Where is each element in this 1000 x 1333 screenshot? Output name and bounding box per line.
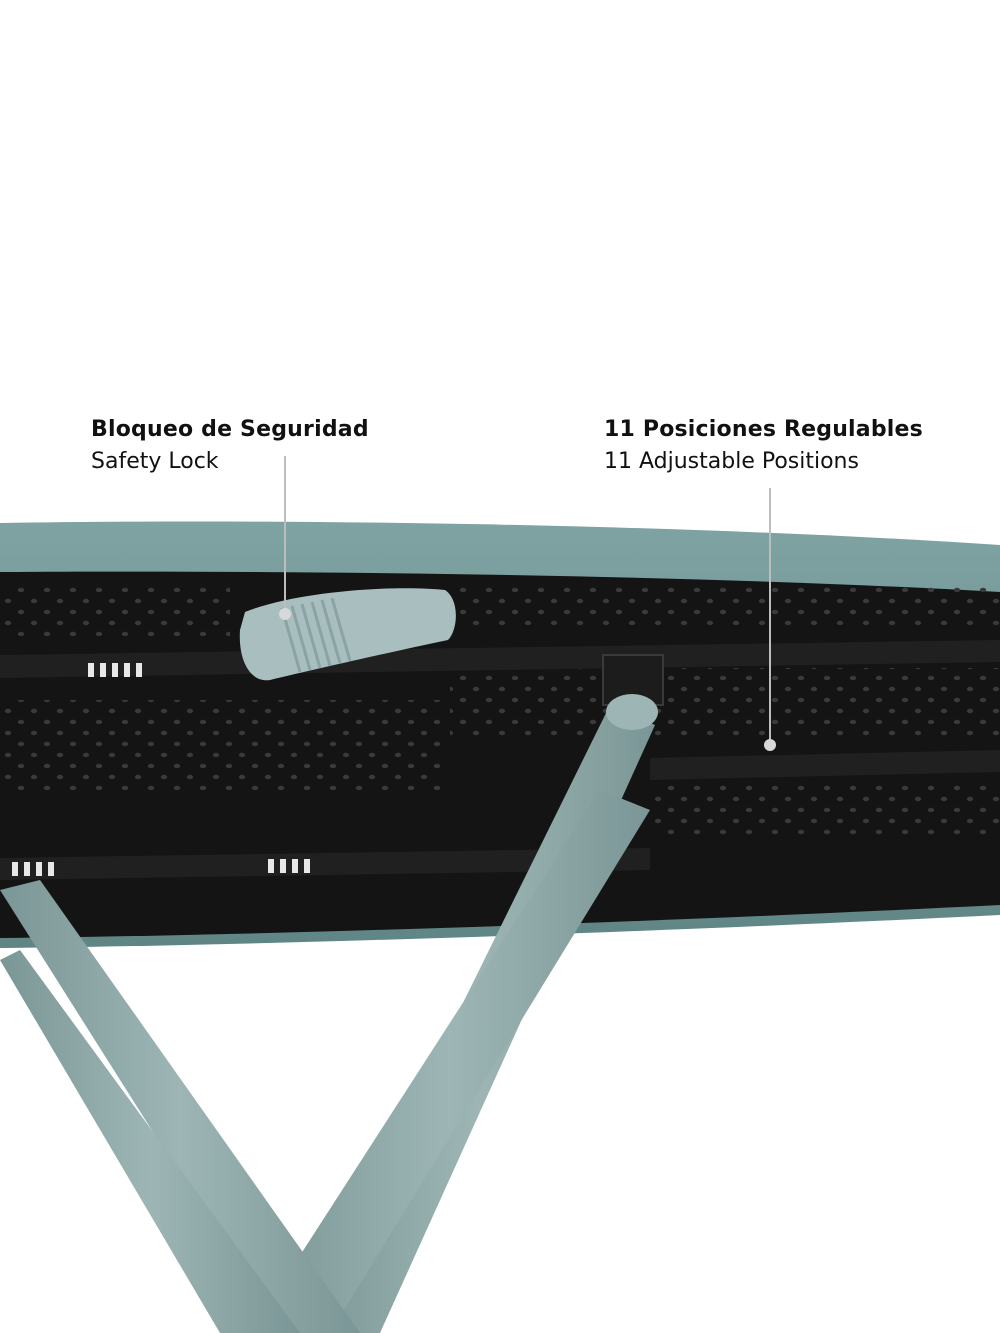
- callout-dot-safety-lock: [279, 608, 291, 620]
- safety-lock: [239, 588, 456, 681]
- callout-positions-subtitle: 11 Adjustable Positions: [604, 449, 859, 474]
- callout-dot-positions: [764, 739, 776, 751]
- leader-lines: [284, 456, 771, 742]
- callout-safety-lock: Bloqueo de Seguridad Safety Lock: [91, 415, 369, 479]
- legs: [0, 694, 658, 1333]
- callout-safety-lock-subtitle: Safety Lock: [91, 449, 219, 474]
- callout-positions: 11 Posiciones Regulables 11 Adjustable P…: [604, 415, 923, 479]
- callout-safety-lock-title: Bloqueo de Seguridad: [91, 417, 369, 442]
- mesh-panels: [0, 585, 1000, 840]
- callout-positions-title: 11 Posiciones Regulables: [604, 417, 923, 442]
